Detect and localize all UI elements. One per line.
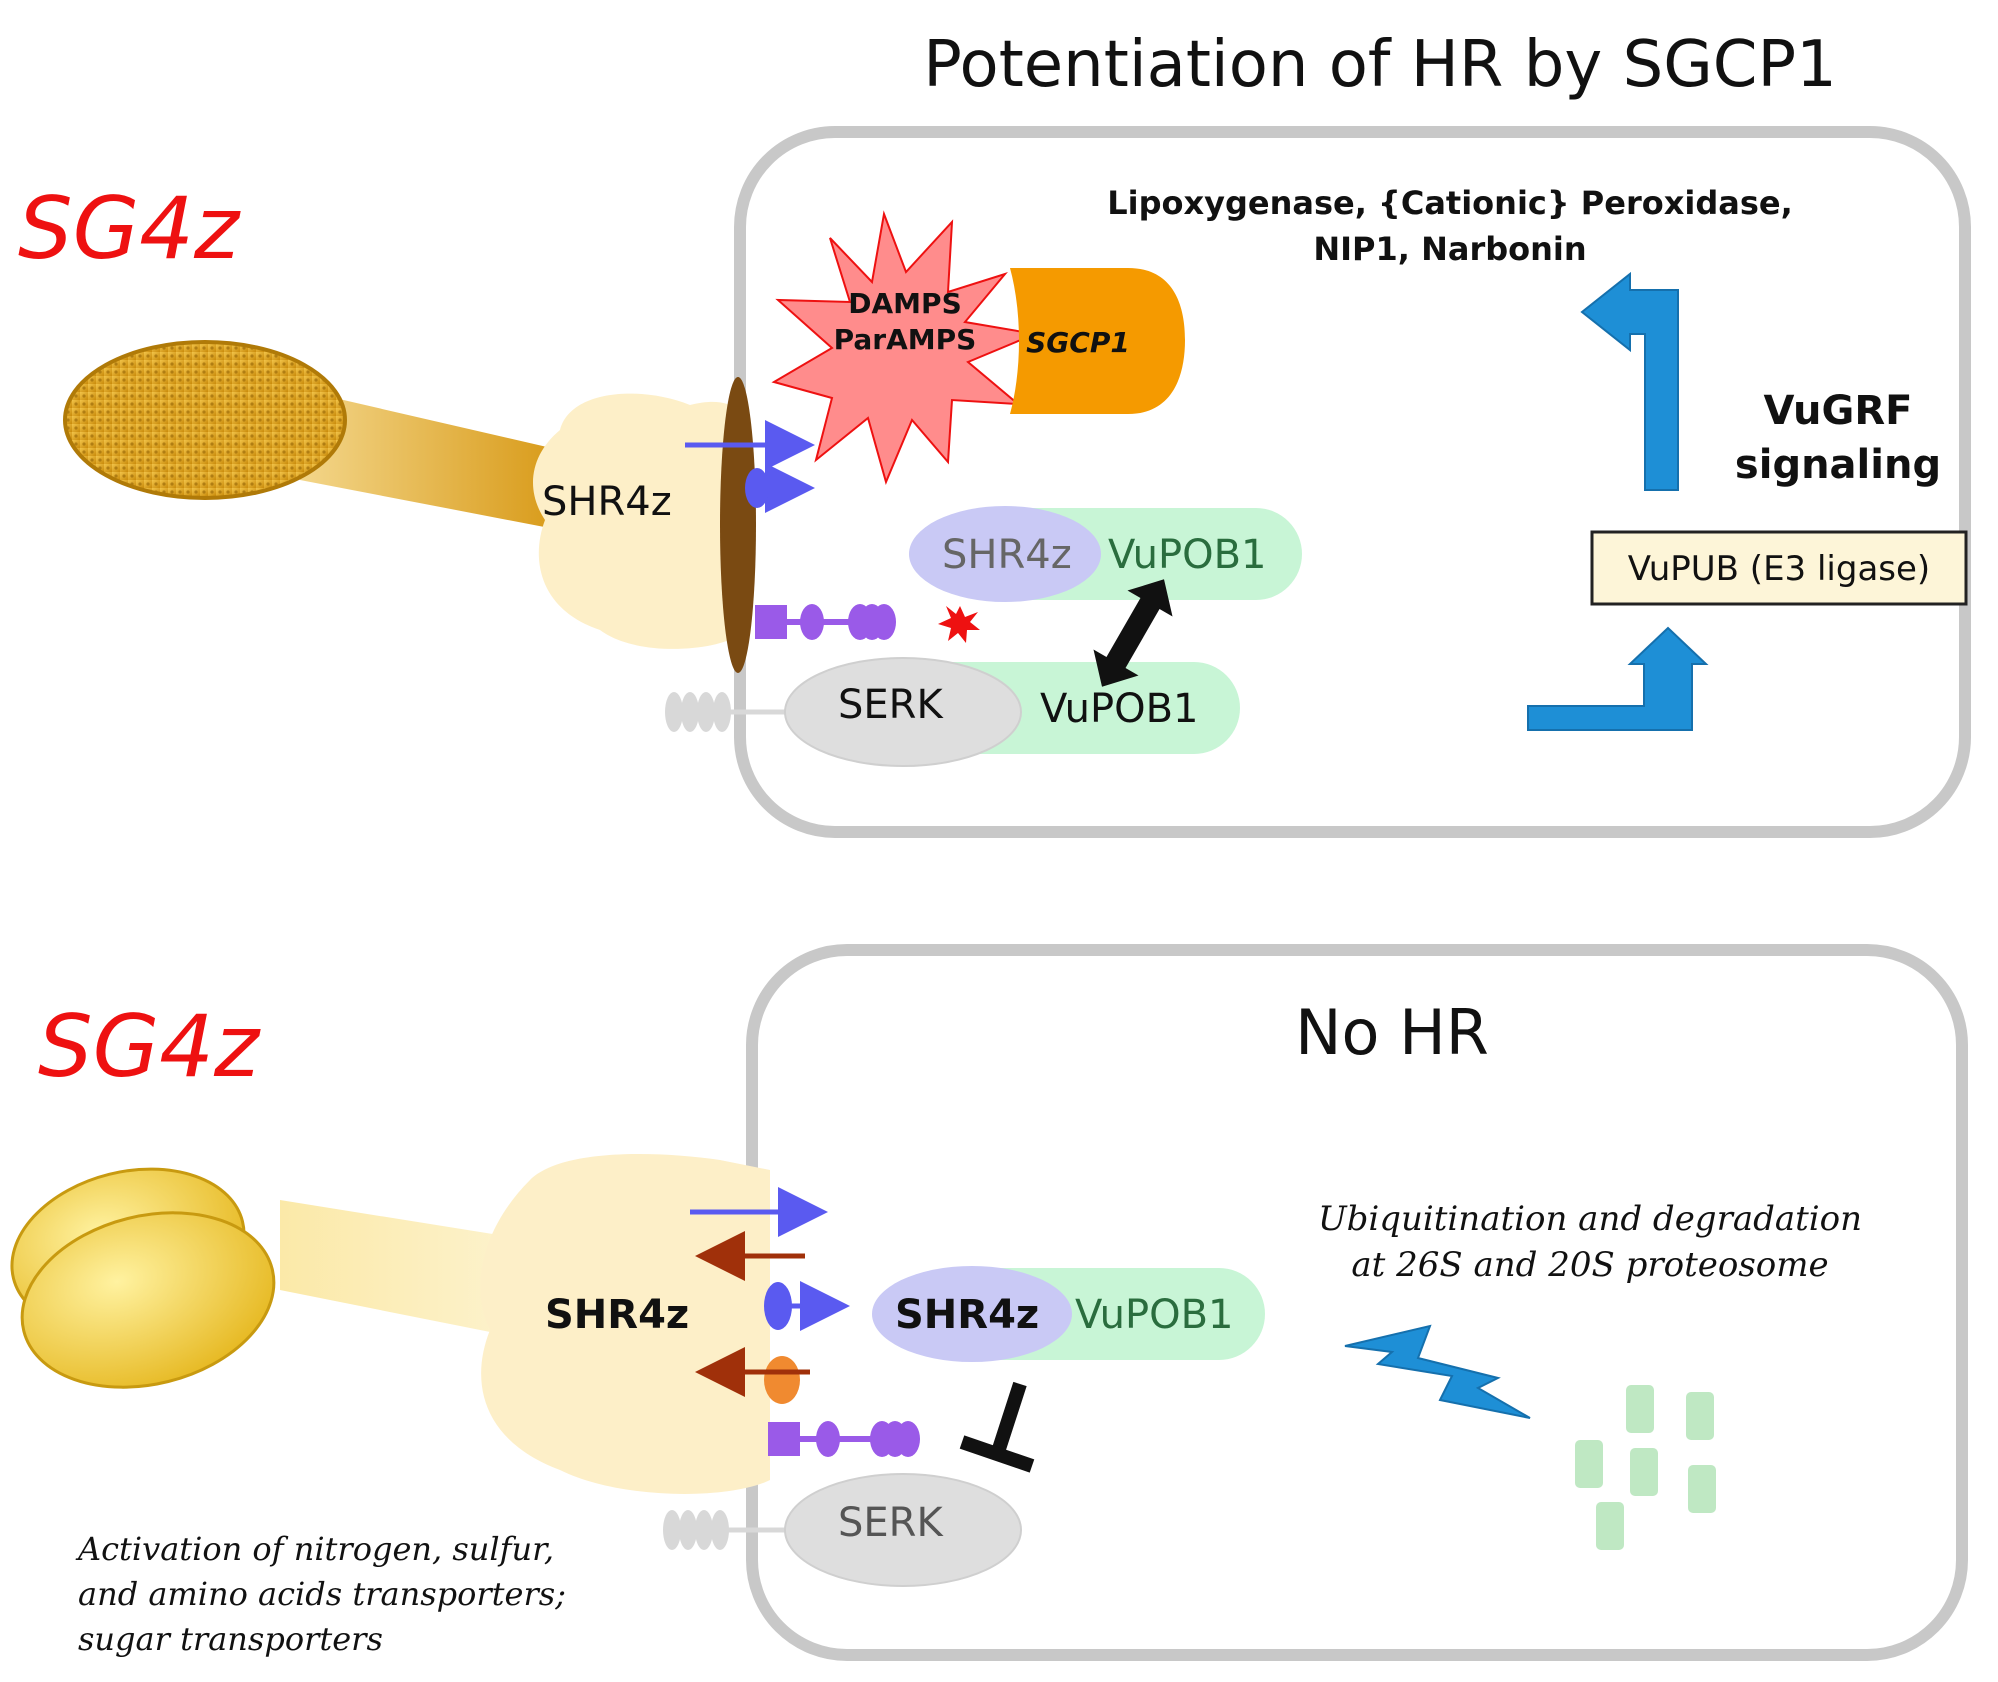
- bottom-serk-bead-3: [695, 1510, 713, 1550]
- degradation-line-2: at 26S and 20S proteosome: [1351, 1245, 1828, 1285]
- bottom-pathogen-label: SG4z: [38, 997, 261, 1097]
- top-serk: [784, 657, 1022, 767]
- starburst-line-1: DAMPS: [848, 287, 961, 320]
- transport-line-3: sugar transporters: [78, 1620, 383, 1658]
- bottom-kinase-bead-4: [896, 1421, 920, 1457]
- bottom-serk-bead-4: [711, 1510, 729, 1550]
- top-serk-bead-2: [681, 692, 699, 732]
- inhibition-icon: [959, 1381, 1035, 1473]
- bottom-complex-left-label: SHR4z: [895, 1292, 1039, 1338]
- top-spore: [63, 340, 347, 500]
- top-complex-shr4z: [909, 506, 1101, 602]
- bottom-serk-bead-2: [679, 1510, 697, 1550]
- top-membrane: [720, 377, 756, 673]
- e3-ligase-box: [1590, 530, 1968, 606]
- degradation-line-1: Ubiquitination and degradation: [1318, 1199, 1862, 1239]
- bottom-complex-shr4z: [872, 1266, 1072, 1362]
- bottom-spore-front: [20, 1211, 276, 1389]
- lightning-bolt-icon: [1344, 1324, 1531, 1419]
- signal-label-line-1: VuGRF: [1764, 388, 1913, 434]
- top-kinase-bead-4: [872, 604, 896, 640]
- bottom-receptor-kinase-square: [768, 1422, 800, 1456]
- top-serk-bead-4: [713, 692, 731, 732]
- bottom-serk-label: SERK: [838, 1500, 944, 1546]
- top-serk-label: SERK: [838, 682, 944, 728]
- top-receptor-kinase-square: [755, 605, 787, 639]
- starburst-line-2: ParAMPS: [834, 323, 977, 356]
- e3-ligase-label: VuPUB (E3 ligase): [1628, 549, 1930, 589]
- bottom-receptor-label: SHR4z: [545, 1292, 689, 1338]
- top-complex-right-label: VuPOB1: [1108, 532, 1267, 578]
- bottom-serk-bead-1: [663, 1510, 681, 1550]
- top-hypha: [300, 390, 560, 530]
- top-red-star: [938, 606, 980, 643]
- transport-line-1: Activation of nitrogen, sulfur,: [75, 1530, 554, 1568]
- top-serk-partner-label: VuPOB1: [1040, 686, 1199, 732]
- top-serk-bead-3: [697, 692, 715, 732]
- top-pathogen-label: SG4z: [18, 179, 241, 279]
- bottom-complex-right-label: VuPOB1: [1075, 1292, 1234, 1338]
- bottom-transporter-orange: [764, 1356, 800, 1404]
- signal-label-line-2: signaling: [1735, 442, 1941, 488]
- bottom-kinase-bead-1: [816, 1421, 840, 1457]
- top-serk-bead-1: [665, 692, 683, 732]
- signal-arrow-lower: [1527, 626, 1709, 731]
- top-receptor-label: SHR4z: [542, 479, 672, 525]
- bottom-title: No HR: [1295, 996, 1489, 1069]
- sgcp1-label: SGCP1: [1026, 326, 1130, 359]
- top-complex-left-label: SHR4z: [942, 532, 1072, 578]
- top-kinase-bead-1: [800, 604, 824, 640]
- bottom-serk: [784, 1473, 1022, 1587]
- degraded-fragments: [1575, 1385, 1716, 1550]
- top-haustorium: [533, 393, 746, 649]
- products-line-2: NIP1, Narbonin: [1313, 230, 1586, 268]
- sgcp1-protease: [1010, 268, 1185, 414]
- double-arrow-icon: [1093, 579, 1173, 687]
- bottom-hypha: [280, 1200, 530, 1340]
- damps-starburst: [771, 210, 1039, 486]
- products-line-1: Lipoxygenase, {Cationic} Peroxidase,: [1107, 184, 1792, 222]
- signal-arrow-up: [1580, 271, 1679, 491]
- top-title: Potentiation of HR by SGCP1: [923, 28, 1837, 102]
- transport-line-2: and amino acids transporters;: [78, 1575, 566, 1613]
- bottom-transporter-blue: [764, 1282, 792, 1330]
- top-transporter-blob: [745, 468, 769, 508]
